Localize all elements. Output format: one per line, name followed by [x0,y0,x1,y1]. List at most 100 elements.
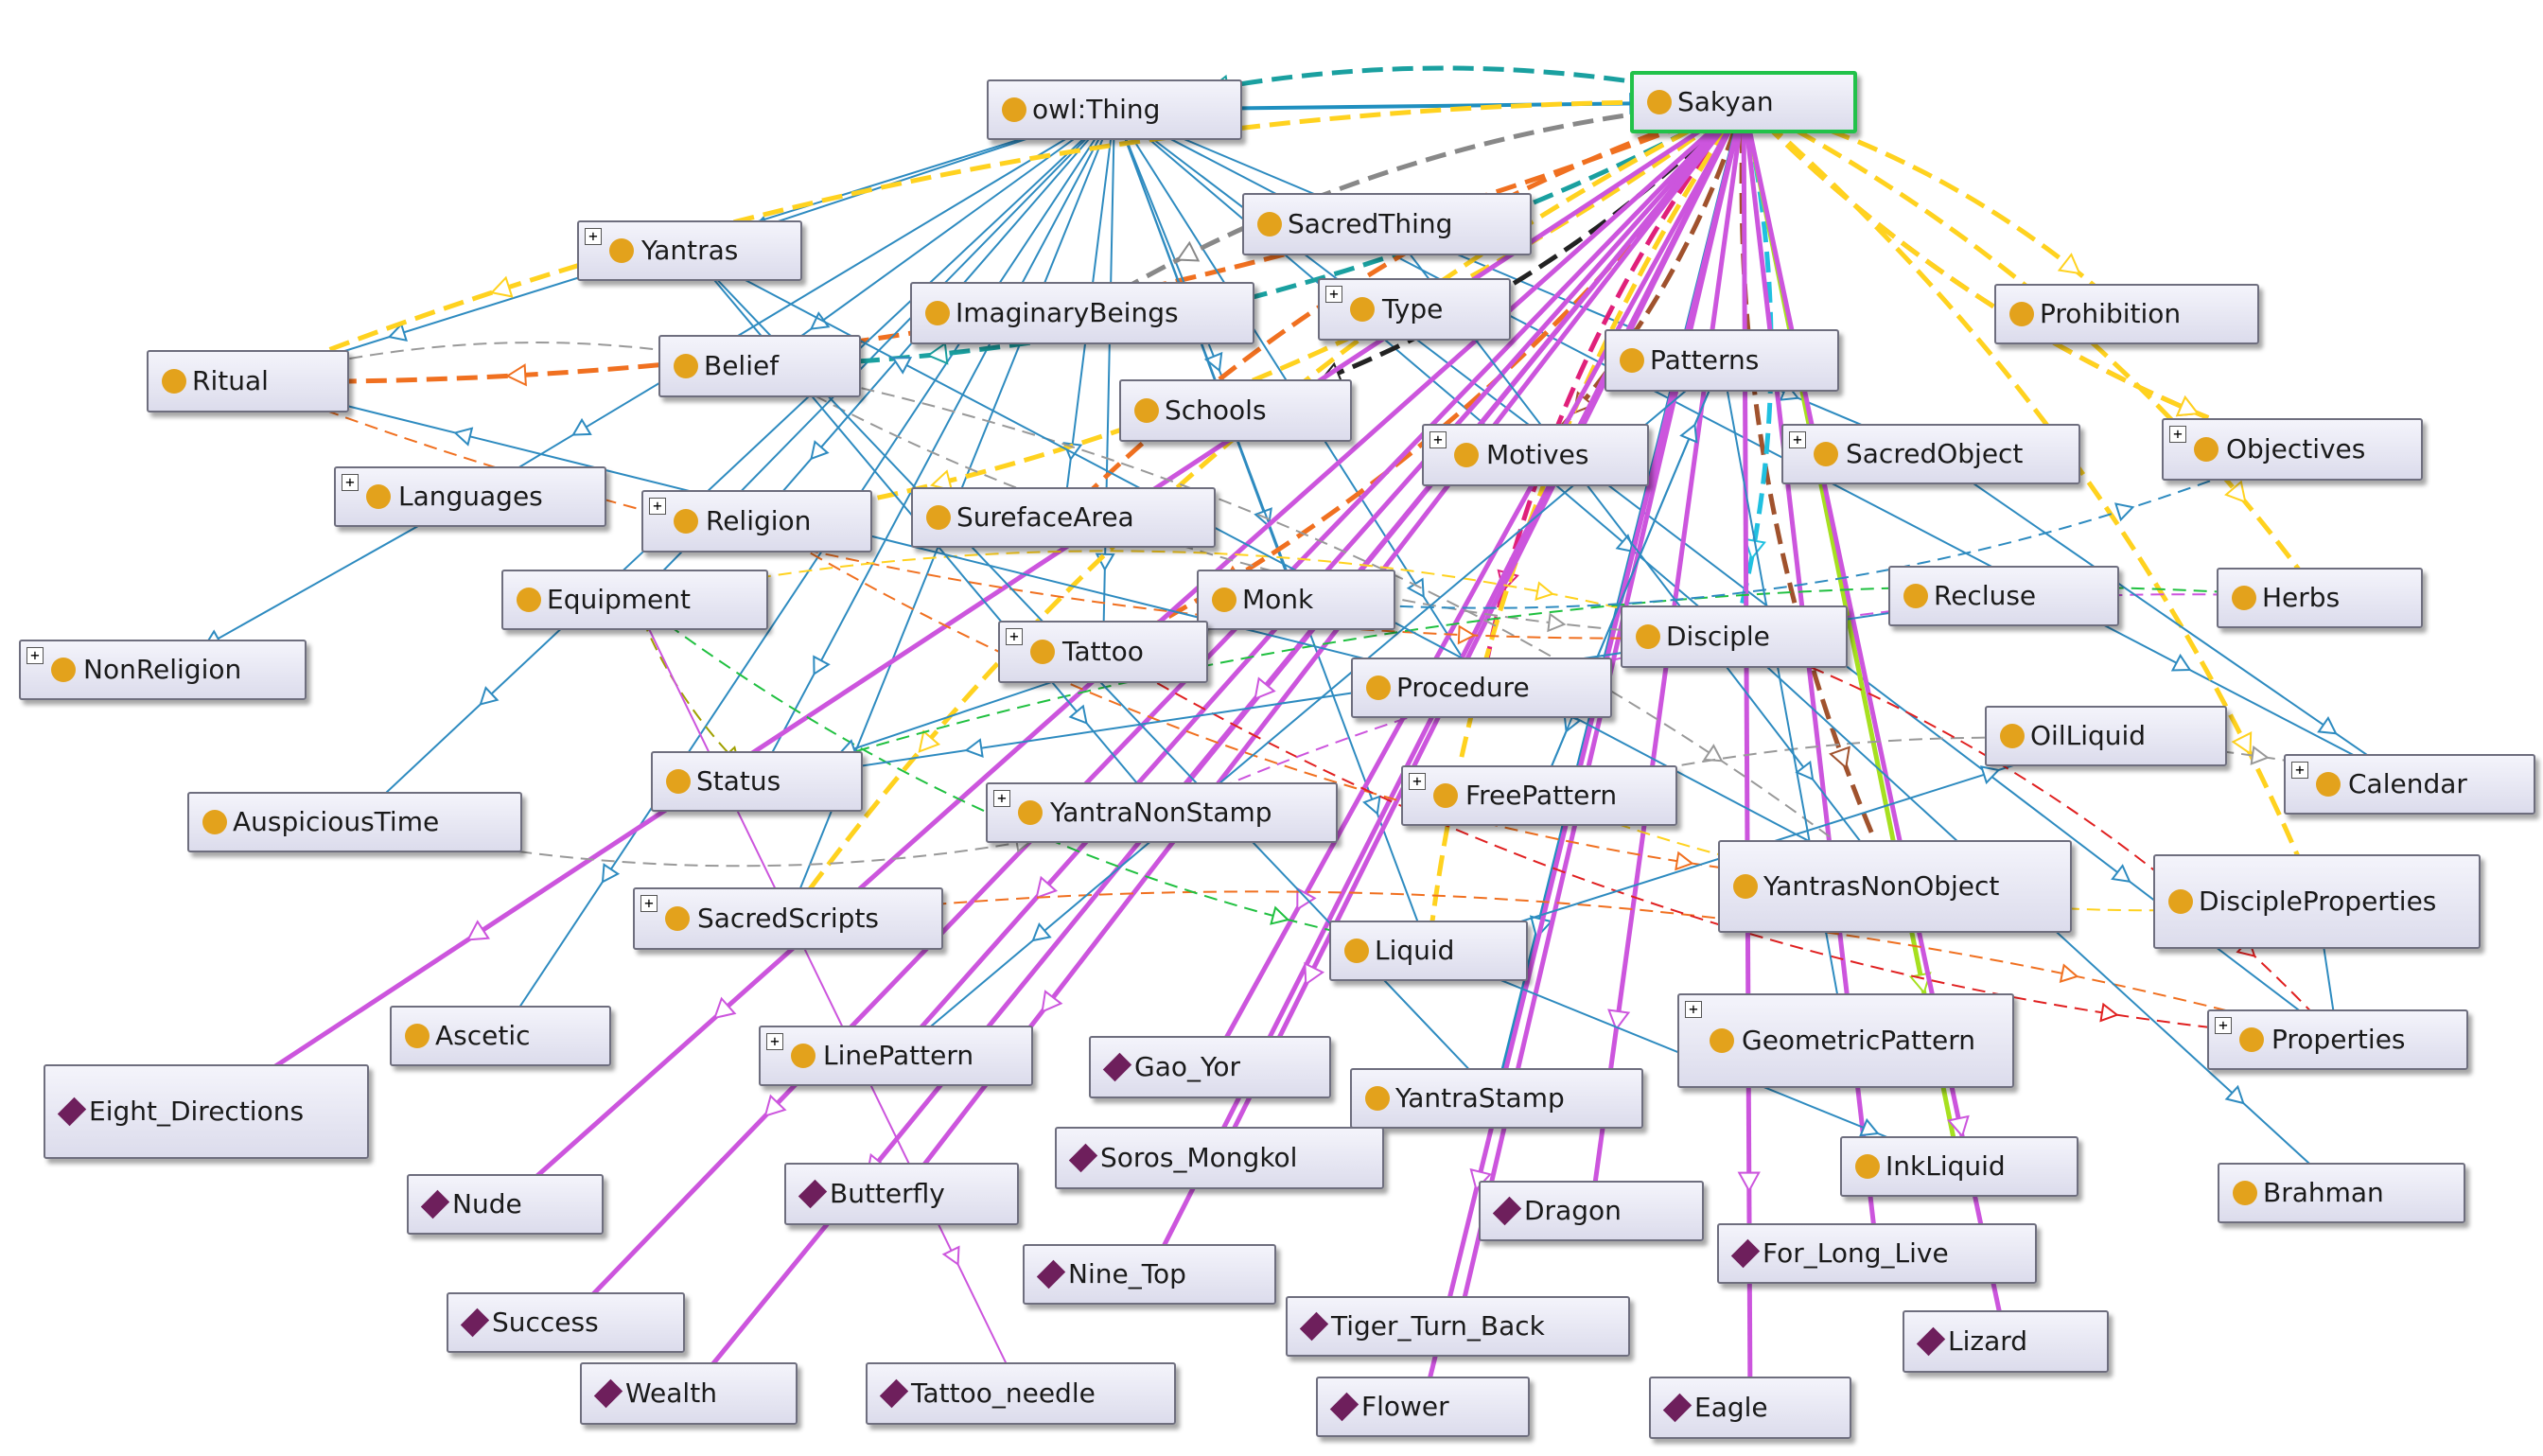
node-needle[interactable]: Tattoo_needle [866,1362,1176,1425]
node-ascetic[interactable]: Ascetic [390,1006,611,1066]
node-sacredobject[interactable]: +SacredObject [1781,424,2080,484]
node-linepattern[interactable]: +LinePattern [759,1026,1033,1086]
expand-icon[interactable]: + [1325,286,1342,303]
edge-arrowhead [601,863,621,884]
node-imaginary[interactable]: ImaginaryBeings [910,282,1254,344]
node-sureface[interactable]: SurefaceArea [911,487,1216,548]
node-yantranonstamp[interactable]: +YantraNonStamp [986,782,1338,843]
node-monk[interactable]: Monk [1197,570,1395,630]
expand-icon[interactable]: + [649,498,666,515]
class-circle-icon [1350,297,1375,322]
expand-icon[interactable]: + [2215,1017,2232,1034]
node-sacredthing[interactable]: SacredThing [1242,193,1532,255]
class-circle-icon [2000,724,2025,748]
class-circle-icon [1018,800,1043,825]
class-circle-icon [2316,772,2341,797]
node-procedure[interactable]: Procedure [1351,658,1612,718]
node-label: Butterfly [830,1178,945,1209]
node-inkliquid[interactable]: InkLiquid [1840,1136,2078,1197]
node-status[interactable]: Status [651,751,863,812]
node-gaoyor[interactable]: Gao_Yor [1089,1036,1331,1098]
node-sacredscripts[interactable]: +SacredScripts [633,887,943,950]
node-type[interactable]: +Type [1318,278,1511,341]
expand-icon[interactable]: + [2169,426,2186,443]
node-nude[interactable]: Nude [407,1174,604,1235]
node-eagle[interactable]: Eagle [1649,1377,1851,1439]
node-freepattern[interactable]: +FreePattern [1401,765,1677,826]
node-recluse[interactable]: Recluse [1888,566,2119,626]
edge-belief-to-disciple [759,365,1735,638]
expand-icon[interactable]: + [766,1033,783,1050]
expand-icon[interactable]: + [993,790,1010,807]
node-owl-thing[interactable]: owl:Thing [987,79,1242,140]
node-label: ImaginaryBeings [956,297,1179,328]
node-yantrasnonobject[interactable]: YantrasNonObject [1718,840,2072,933]
node-eight[interactable]: Eight_Directions [44,1064,369,1159]
expand-icon[interactable]: + [1685,1001,1702,1018]
edge-arrowhead [1737,1171,1761,1193]
node-label: Schools [1165,395,1267,426]
edge-arrowhead [918,729,941,753]
node-prohibition[interactable]: Prohibition [1994,284,2259,344]
individual-diamond-icon [420,1189,450,1219]
node-auspicious[interactable]: AuspiciousTime [187,792,522,852]
node-tiger[interactable]: Tiger_Turn_Back [1286,1296,1630,1357]
node-wealth[interactable]: Wealth [580,1362,798,1425]
node-ninetop[interactable]: Nine_Top [1023,1244,1276,1305]
node-herbs[interactable]: Herbs [2217,568,2423,628]
expand-icon[interactable]: + [342,474,359,491]
edge-arrowhead [571,417,592,436]
node-nonreligion[interactable]: +NonReligion [19,640,307,700]
node-label: DiscipleProperties [2199,886,2437,917]
edge-arrowhead [2175,395,2200,417]
expand-icon[interactable]: + [1006,628,1023,645]
node-discipleprops[interactable]: DiscipleProperties [2153,854,2481,949]
edge-arrowhead [1829,746,1850,770]
expand-icon[interactable]: + [26,647,44,664]
node-schools[interactable]: Schools [1119,379,1352,442]
expand-icon[interactable]: + [1789,431,1806,448]
individual-diamond-icon [460,1307,490,1338]
node-label: Calendar [2348,768,2467,799]
node-patterns[interactable]: Patterns [1605,329,1839,392]
node-label: Belief [704,350,780,381]
node-belief[interactable]: Belief [658,335,861,397]
node-brahman[interactable]: Brahman [2218,1163,2465,1223]
node-languages[interactable]: +Languages [334,466,606,527]
edge-sacredscripts-to-properties [787,890,2339,1041]
class-circle-icon [1366,675,1391,700]
node-motives[interactable]: +Motives [1422,424,1649,486]
edge-sakyan-to-objectives [1742,100,2293,452]
node-liquid[interactable]: Liquid [1329,921,1528,981]
node-religion[interactable]: +Religion [641,490,872,553]
node-success[interactable]: Success [447,1292,685,1353]
node-dragon[interactable]: Dragon [1479,1181,1704,1241]
expand-icon[interactable]: + [640,895,658,912]
individual-diamond-icon [1730,1238,1761,1269]
node-sakyan[interactable]: Sakyan [1630,71,1857,133]
node-ritual[interactable]: Ritual [147,350,349,412]
node-lizard[interactable]: Lizard [1903,1310,2109,1373]
expand-icon[interactable]: + [1409,773,1426,790]
edge-arrowhead [1795,760,1815,781]
individual-diamond-icon [1299,1311,1329,1342]
expand-icon[interactable]: + [1429,431,1447,448]
node-butterfly[interactable]: Butterfly [784,1163,1019,1225]
node-objectives[interactable]: +Objectives [2162,418,2423,481]
node-calendar[interactable]: + Calendar [2284,754,2535,815]
node-yantrastamp[interactable]: YantraStamp [1350,1068,1643,1129]
node-disciple[interactable]: Disciple [1621,605,1848,668]
node-oilliquid[interactable]: OilLiquid [1985,706,2227,766]
node-flower[interactable]: Flower [1316,1377,1530,1437]
node-yantras[interactable]: +Yantras [577,220,802,281]
node-geometric[interactable]: +GeometricPattern [1677,993,2014,1088]
node-forlonglive[interactable]: For_Long_Live [1717,1223,2037,1284]
node-tattoo[interactable]: +Tattoo [998,621,1208,683]
expand-icon[interactable]: + [2291,762,2308,779]
expand-icon[interactable]: + [585,228,602,245]
node-properties[interactable]: +Properties [2207,1009,2468,1070]
node-soros[interactable]: Soros_Mongkol [1055,1127,1384,1189]
edge-arrowhead [2170,653,2192,672]
edge-sakyan-to-belief [759,99,1745,369]
node-equipment[interactable]: Equipment [501,570,768,630]
